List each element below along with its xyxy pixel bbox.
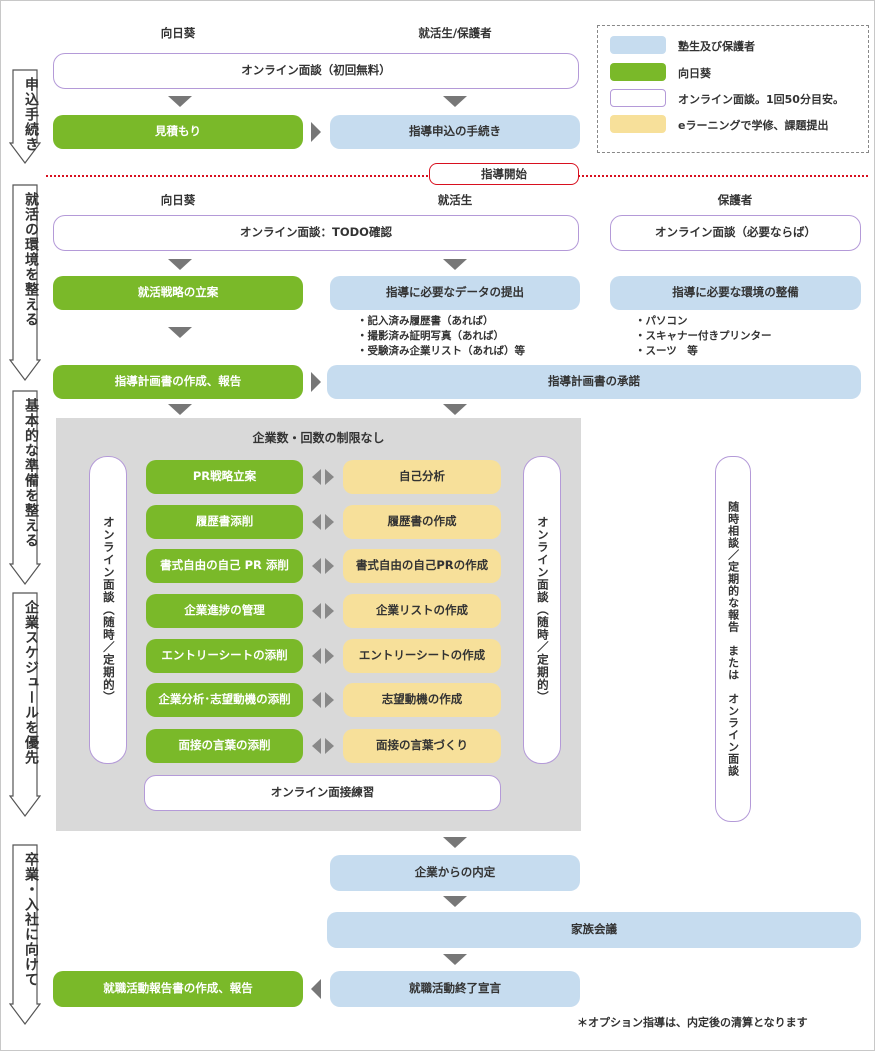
task-student: 履歴書の作成 bbox=[343, 505, 501, 539]
offer-box: 企業からの内定 bbox=[330, 855, 580, 891]
phase-label: 企業スケジュールを優先 bbox=[23, 600, 39, 765]
phase-graduation: 卒業・入社に向けて bbox=[9, 844, 41, 1026]
arrow-down-icon bbox=[443, 896, 467, 907]
phase-label: 申込手続き bbox=[23, 77, 39, 152]
legend-label: eラーニングで学修、課題提出 bbox=[678, 119, 829, 132]
interview-left: オンライン面談（随時／定期的） bbox=[89, 456, 127, 764]
column-himawari: 向日葵 bbox=[160, 26, 196, 40]
double-arrow-icon bbox=[312, 736, 334, 756]
arrow-right-icon bbox=[311, 372, 321, 392]
list-item: ・撮影済み証明写真（あれば） bbox=[357, 330, 504, 342]
double-arrow-icon bbox=[312, 601, 334, 621]
double-arrow-icon bbox=[312, 646, 334, 666]
arrow-down-icon bbox=[443, 259, 467, 270]
interview-right: オンライン面談（随時／定期的） bbox=[523, 456, 561, 764]
phase-environment: 就活の環境を整える bbox=[9, 184, 41, 382]
phase-basic: 基本的な準備を整える bbox=[9, 390, 41, 586]
data-items-list: ・記入済み履歴書（あれば） ・撮影済み証明写真（あれば） ・受験済み企業リスト（… bbox=[357, 314, 525, 359]
task-student: 書式自由の自己PRの作成 bbox=[343, 549, 501, 583]
phase-arrow-icon bbox=[9, 844, 41, 1025]
double-arrow-icon bbox=[312, 690, 334, 710]
double-arrow-icon bbox=[312, 556, 334, 576]
interview-practice: オンライン面接練習 bbox=[144, 775, 501, 811]
todo-interview: オンライン面談：TODO確認 bbox=[53, 215, 579, 251]
task-himawari: 企業分析･志望動機の添削 bbox=[146, 683, 303, 717]
legend-label: オンライン面談。1回50分目安。 bbox=[678, 93, 844, 106]
list-item: ・スキャナー付きプリンター bbox=[635, 330, 772, 342]
data-submit-box: 指導に必要なデータの提出 bbox=[330, 276, 580, 310]
task-himawari: エントリーシートの添削 bbox=[146, 639, 303, 673]
list-item: ・パソコン bbox=[635, 315, 688, 327]
task-himawari: 書式自由の自己 PR 添削 bbox=[146, 549, 303, 583]
legend-swatch-blue bbox=[610, 36, 666, 54]
arrow-left-icon bbox=[311, 979, 321, 999]
legend: 塾生及び保護者 向日葵 オンライン面談。1回50分目安。 eラーニングで学修、課… bbox=[597, 25, 869, 153]
env-setup-box: 指導に必要な環境の整備 bbox=[610, 276, 861, 310]
side-consult: 随時相談／定期的な報告 または オンライン面談 bbox=[715, 456, 751, 822]
legend-label: 塾生及び保護者 bbox=[678, 40, 755, 53]
plan-create-box: 指導計画書の作成、報告 bbox=[53, 365, 303, 399]
final-report-box: 就職活動報告書の作成、報告 bbox=[53, 971, 303, 1007]
arrow-down-icon bbox=[443, 96, 467, 107]
guardian-interview: オンライン面談（必要ならば） bbox=[610, 215, 861, 251]
arrow-down-icon bbox=[443, 954, 467, 965]
phase-label: 就活の環境を整える bbox=[23, 192, 39, 327]
phase-schedule: 企業スケジュールを優先 bbox=[9, 592, 41, 818]
task-himawari: 履歴書添削 bbox=[146, 505, 303, 539]
list-item: ・受験済み企業リスト（あれば）等 bbox=[357, 345, 525, 357]
phase-arrow-icon bbox=[9, 184, 41, 381]
arrow-down-icon bbox=[168, 327, 192, 338]
column-student-guardian: 就活生/保護者 bbox=[418, 26, 492, 40]
task-student: 自己分析 bbox=[343, 460, 501, 494]
arrow-down-icon bbox=[443, 837, 467, 848]
phase-arrow-icon bbox=[9, 69, 41, 164]
phase-label: 基本的な準備を整える bbox=[23, 398, 39, 548]
phase-application: 申込手続き bbox=[9, 69, 41, 165]
task-student: 志望動機の作成 bbox=[343, 683, 501, 717]
procedure-box: 指導申込の手続き bbox=[330, 115, 580, 149]
env-items-list: ・パソコン ・スキャナー付きプリンター ・スーツ 等 bbox=[635, 314, 772, 359]
column-guardian: 保護者 bbox=[717, 193, 753, 207]
panel-header: 企業数・回数の制限なし bbox=[252, 431, 385, 445]
legend-swatch-yellow bbox=[610, 115, 666, 133]
task-student: エントリーシートの作成 bbox=[343, 639, 501, 673]
family-meeting-box: 家族会議 bbox=[327, 912, 861, 948]
initial-interview: オンライン面談（初回無料） bbox=[53, 53, 579, 89]
task-student: 企業リストの作成 bbox=[343, 594, 501, 628]
task-himawari: PR戦略立案 bbox=[146, 460, 303, 494]
double-arrow-icon bbox=[312, 467, 334, 487]
arrow-down-icon bbox=[168, 404, 192, 415]
column-himawari: 向日葵 bbox=[160, 193, 196, 207]
arrow-right-icon bbox=[311, 122, 321, 142]
legend-swatch-green bbox=[610, 63, 666, 81]
list-item: ・スーツ 等 bbox=[635, 345, 698, 357]
task-himawari: 企業進捗の管理 bbox=[146, 594, 303, 628]
task-himawari: 面接の言葉の添削 bbox=[146, 729, 303, 763]
strategy-box: 就活戦略の立案 bbox=[53, 276, 303, 310]
phase-arrow-icon bbox=[9, 390, 41, 585]
column-student: 就活生 bbox=[437, 193, 473, 207]
arrow-down-icon bbox=[168, 96, 192, 107]
arrow-down-icon bbox=[168, 259, 192, 270]
legend-label: 向日葵 bbox=[678, 67, 711, 80]
double-arrow-icon bbox=[312, 512, 334, 532]
phase-label: 卒業・入社に向けて bbox=[23, 852, 39, 987]
legend-swatch-outline bbox=[610, 89, 666, 107]
estimate-box: 見積もり bbox=[53, 115, 303, 149]
end-declare-box: 就職活動終了宣言 bbox=[330, 971, 580, 1007]
start-badge: 指導開始 bbox=[429, 163, 579, 185]
footnote: ＊オプション指導は、内定後の清算となります bbox=[577, 1016, 808, 1029]
plan-accept-box: 指導計画書の承諾 bbox=[327, 365, 861, 399]
task-student: 面接の言葉づくり bbox=[343, 729, 501, 763]
arrow-down-icon bbox=[443, 404, 467, 415]
list-item: ・記入済み履歴書（あれば） bbox=[357, 315, 494, 327]
phase-arrow-icon bbox=[9, 592, 41, 817]
